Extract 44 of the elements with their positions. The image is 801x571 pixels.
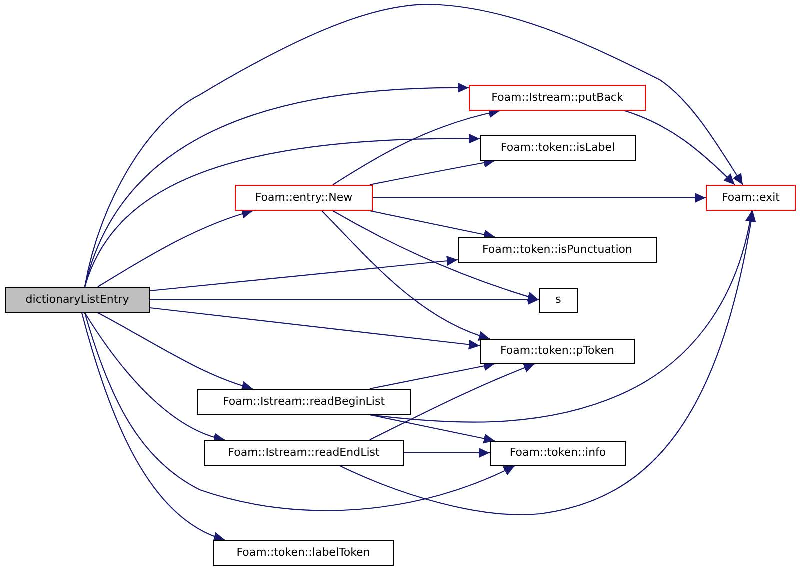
function-box [197, 389, 411, 415]
arrow [84, 83, 470, 288]
arrow [370, 210, 496, 240]
arrow [340, 210, 756, 516]
function-box [706, 185, 796, 211]
function-name: Foam::token::pToken [500, 343, 614, 360]
arrow [332, 108, 500, 186]
arrow [150, 307, 480, 350]
arrow [404, 448, 490, 458]
function-name: dictionaryListEntry [26, 292, 130, 308]
function-name: Foam::entry::New [255, 190, 353, 206]
arrow [98, 209, 254, 288]
function-box [204, 440, 404, 466]
arrow [322, 210, 490, 340]
function-name: Foam::Istream::putBack [492, 90, 624, 106]
arrow [624, 110, 736, 186]
function-name: Foam::token::isPunctuation [482, 242, 633, 258]
function-name: Foam::Istream::readBeginList [222, 394, 386, 410]
function-box [490, 441, 626, 466]
arrow [370, 363, 536, 440]
function-name: Foam::token::labelToken [236, 544, 370, 561]
function-box [235, 185, 373, 211]
arrow [150, 256, 458, 292]
arrow [84, 134, 480, 288]
function-box [480, 339, 635, 364]
function-box [539, 288, 578, 313]
arrow [370, 414, 496, 444]
function-name: Foam::token::info [510, 445, 606, 462]
arrow [81, 312, 226, 541]
function-box [480, 135, 636, 161]
function-box [5, 287, 150, 313]
function-name: Foam::exit [722, 190, 780, 206]
arrow [373, 193, 706, 203]
function-name: Foam::token::isLabel [500, 140, 616, 156]
arrow [98, 312, 254, 391]
function-box [469, 85, 646, 111]
arrow [84, 312, 516, 512]
function-name: s [556, 292, 562, 308]
function-name: Foam::Istream::readEndList [228, 444, 380, 461]
arrow [150, 295, 539, 305]
function-box [213, 540, 394, 566]
function-box [458, 237, 657, 263]
arrow [84, 312, 226, 442]
arrow [332, 210, 540, 302]
